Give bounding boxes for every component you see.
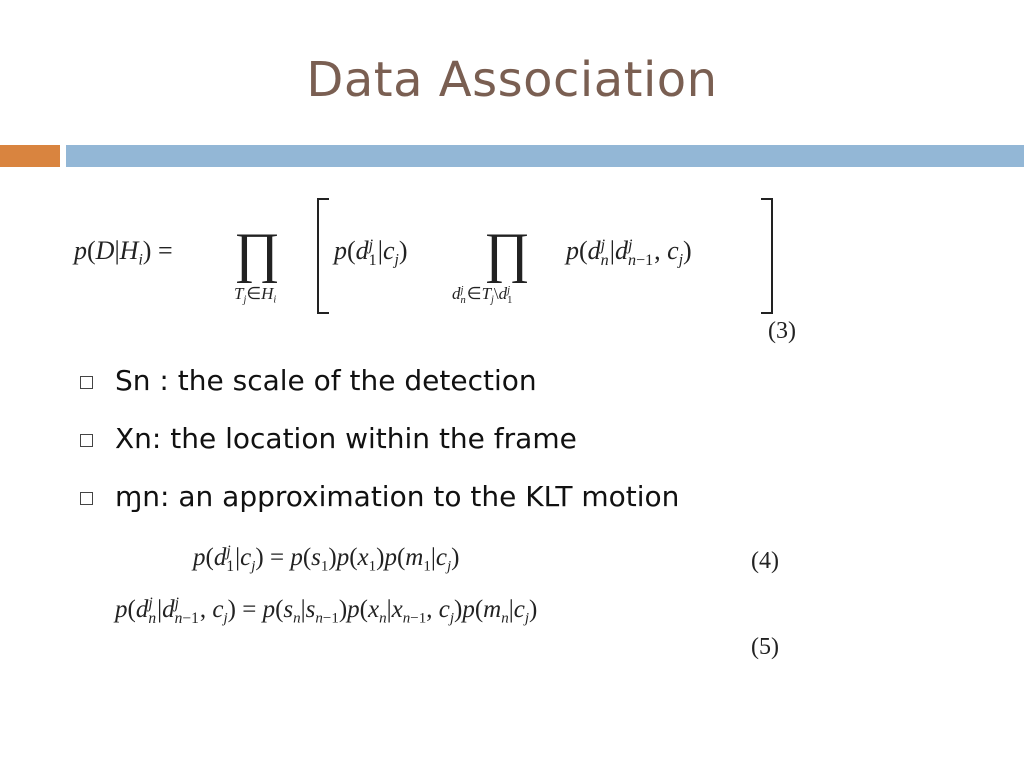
bullet-item: ɱn: an approximation to the KLT motion	[80, 480, 679, 538]
eq3-product-limit: Tj∈Hi	[234, 284, 277, 306]
product-symbol: ∏	[484, 222, 531, 284]
right-bracket	[761, 198, 773, 314]
square-bullet-icon	[80, 434, 93, 447]
left-bracket	[317, 198, 329, 314]
eq3-lhs: p(D|Hi) =	[74, 236, 173, 269]
bullet-item: Xn: the location within the frame	[80, 422, 679, 480]
bullet-text: Sn : the scale of the detection	[115, 364, 537, 397]
bullet-text: Xn: the location within the frame	[115, 422, 577, 455]
square-bullet-icon	[80, 492, 93, 505]
accent-bar-orange	[0, 145, 60, 167]
bullet-list: Sn : the scale of the detection Xn: the …	[80, 364, 679, 538]
square-bullet-icon	[80, 376, 93, 389]
bullet-text: ɱn: an approximation to the KLT motion	[115, 480, 680, 513]
bullet-item: Sn : the scale of the detection	[80, 364, 679, 422]
equation-number-5: (5)	[751, 634, 779, 660]
product-symbol: ∏	[234, 222, 281, 284]
accent-bar-blue	[66, 145, 1024, 167]
slide-title: Data Association	[306, 52, 718, 108]
equation-number-3: (3)	[768, 318, 796, 344]
equation-number-4: (4)	[751, 548, 779, 574]
